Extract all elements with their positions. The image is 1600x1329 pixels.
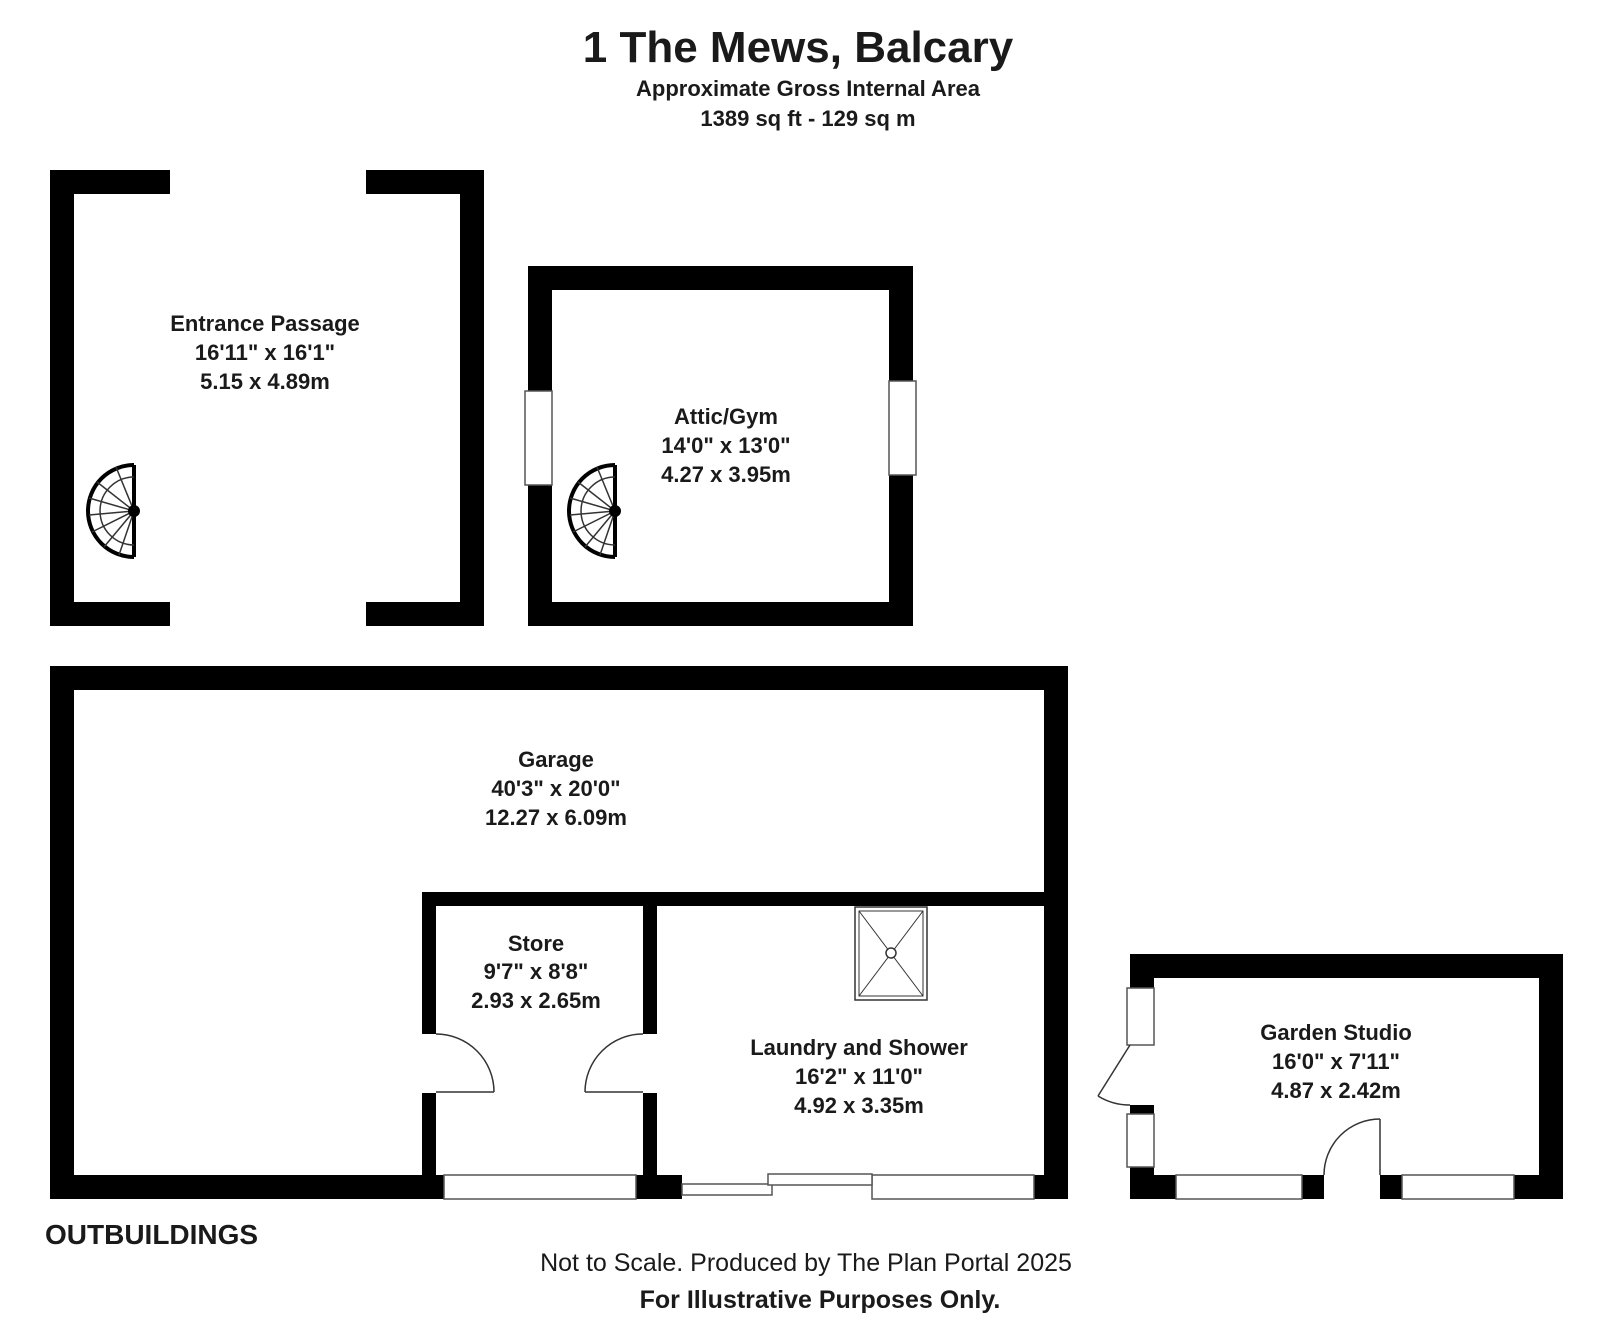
room-name: Laundry and Shower [750,1035,968,1060]
room-name: Garden Studio [1260,1020,1412,1045]
window [443,1174,637,1200]
room-imperial: 16'2" x 11'0" [795,1064,923,1089]
room-imperial: 14'0" x 13'0" [661,433,790,458]
room-imperial: 16'0" x 7'11" [1272,1049,1400,1074]
window [871,1174,1035,1200]
door-swing [584,1033,644,1093]
room-name: Attic/Gym [674,404,778,429]
footer-credit: Not to Scale. Produced by The Plan Porta… [540,1249,1072,1277]
room-name: Store [508,931,564,956]
door-swing [1323,1118,1381,1176]
plan-title: 1 The Mews, Balcary [583,23,1014,72]
room-name: Garage [518,747,594,772]
room-metric: 4.87 x 2.42m [1271,1078,1401,1103]
room-metric: 4.27 x 3.95m [661,462,791,487]
sliding-door [681,1183,773,1196]
room-metric: 5.15 x 4.89m [200,369,330,394]
footer-disclaimer: For Illustrative Purposes Only. [640,1286,1001,1314]
window [1401,1174,1515,1200]
attic-gym-room: Attic/Gym 14'0" x 13'0" 4.27 x 3.95m [524,266,917,626]
room-imperial: 16'11" x 16'1" [195,340,335,365]
room-imperial: 9'7" x 8'8" [484,959,589,984]
door-swing [1097,1044,1131,1097]
window [1126,987,1155,1046]
plan-area: 1389 sq ft - 129 sq m [700,106,915,131]
window [888,380,917,476]
window [1126,1113,1155,1168]
window [1175,1174,1303,1200]
room-imperial: 40'3" x 20'0" [491,776,620,801]
entrance-passage-room: Entrance Passage 16'11" x 16'1" 5.15 x 4… [50,170,484,626]
door-swing [435,1033,495,1093]
sliding-door [767,1173,873,1186]
room-metric: 4.92 x 3.35m [794,1093,924,1118]
spiral-stair-icon [567,463,621,559]
window [524,390,553,486]
garden-studio-room: Garden Studio 16'0" x 7'11" 4.87 x 2.42m [1097,954,1563,1200]
room-name: Entrance Passage [170,311,360,336]
room-metric: 2.93 x 2.65m [471,988,601,1013]
plan-subtitle: Approximate Gross Internal Area [636,76,981,101]
garage-block: Garage 40'3" x 20'0" 12.27 x 6.09m Store… [50,666,1068,1200]
section-label: OUTBUILDINGS [45,1219,258,1250]
shower-tray-icon [854,906,928,1001]
room-metric: 12.27 x 6.09m [485,805,627,830]
spiral-stair-icon [86,463,140,559]
